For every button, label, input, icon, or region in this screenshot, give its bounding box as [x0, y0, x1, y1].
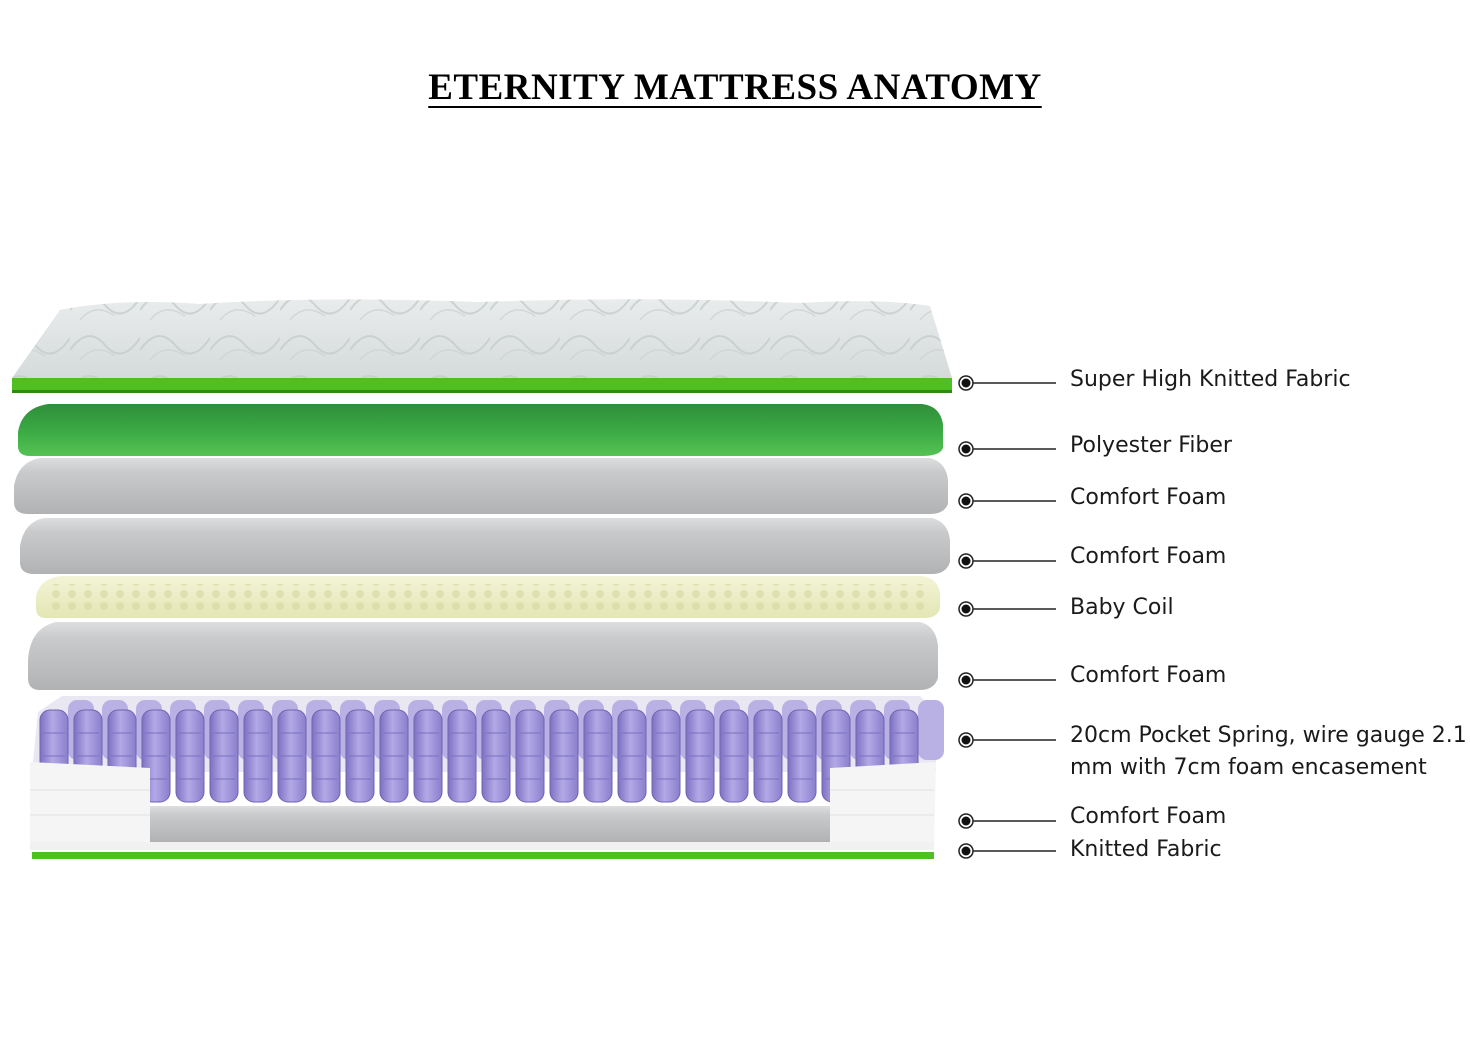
page-title: ETERNITY MATTRESS ANATOMY — [428, 67, 1042, 108]
leader-lines — [958, 375, 1056, 859]
leader-line-9 — [958, 843, 1056, 859]
label-comfort-foam-2: Comfort Foam — [1070, 544, 1227, 569]
foam-encasement — [30, 762, 936, 848]
leader-line-4 — [958, 553, 1056, 569]
layer-super-high-knitted-fabric — [12, 299, 952, 393]
label-comfort-foam-base: Comfort Foam — [1070, 804, 1227, 829]
leader-line-2 — [958, 441, 1056, 457]
layer-comfort-foam-base — [30, 806, 934, 850]
leader-line-3 — [958, 493, 1056, 509]
leader-line-7 — [958, 732, 1056, 748]
spring-coil-back — [918, 700, 944, 760]
layer-baby-coil — [36, 576, 940, 618]
leader-line-6 — [958, 672, 1056, 688]
label-polyester-fiber: Polyester Fiber — [1070, 433, 1232, 458]
label-super-high-knitted-fabric: Super High Knitted Fabric — [1070, 367, 1351, 392]
label-pocket-spring-line-1: 20cm Pocket Spring, wire gauge 2.1 — [1070, 723, 1467, 748]
leader-line-1 — [958, 375, 1056, 391]
layer-knitted-fabric-base — [32, 852, 934, 859]
label-pocket-spring-line-2: mm with 7cm foam encasement — [1070, 755, 1427, 780]
pocket-spring-coils — [39, 700, 944, 803]
leader-line-8 — [958, 813, 1056, 829]
layer-pocket-spring — [32, 696, 944, 803]
layer-comfort-foam-1 — [14, 458, 948, 514]
label-comfort-foam-1: Comfort Foam — [1070, 485, 1227, 510]
label-baby-coil: Baby Coil — [1070, 595, 1174, 620]
label-knitted-fabric: Knitted Fabric — [1070, 837, 1222, 862]
layer-comfort-foam-2 — [20, 518, 950, 574]
leader-line-5 — [958, 601, 1056, 617]
layer-polyester-fiber — [18, 404, 943, 456]
label-comfort-foam-3: Comfort Foam — [1070, 663, 1227, 688]
layer-comfort-foam-3 — [28, 622, 938, 690]
